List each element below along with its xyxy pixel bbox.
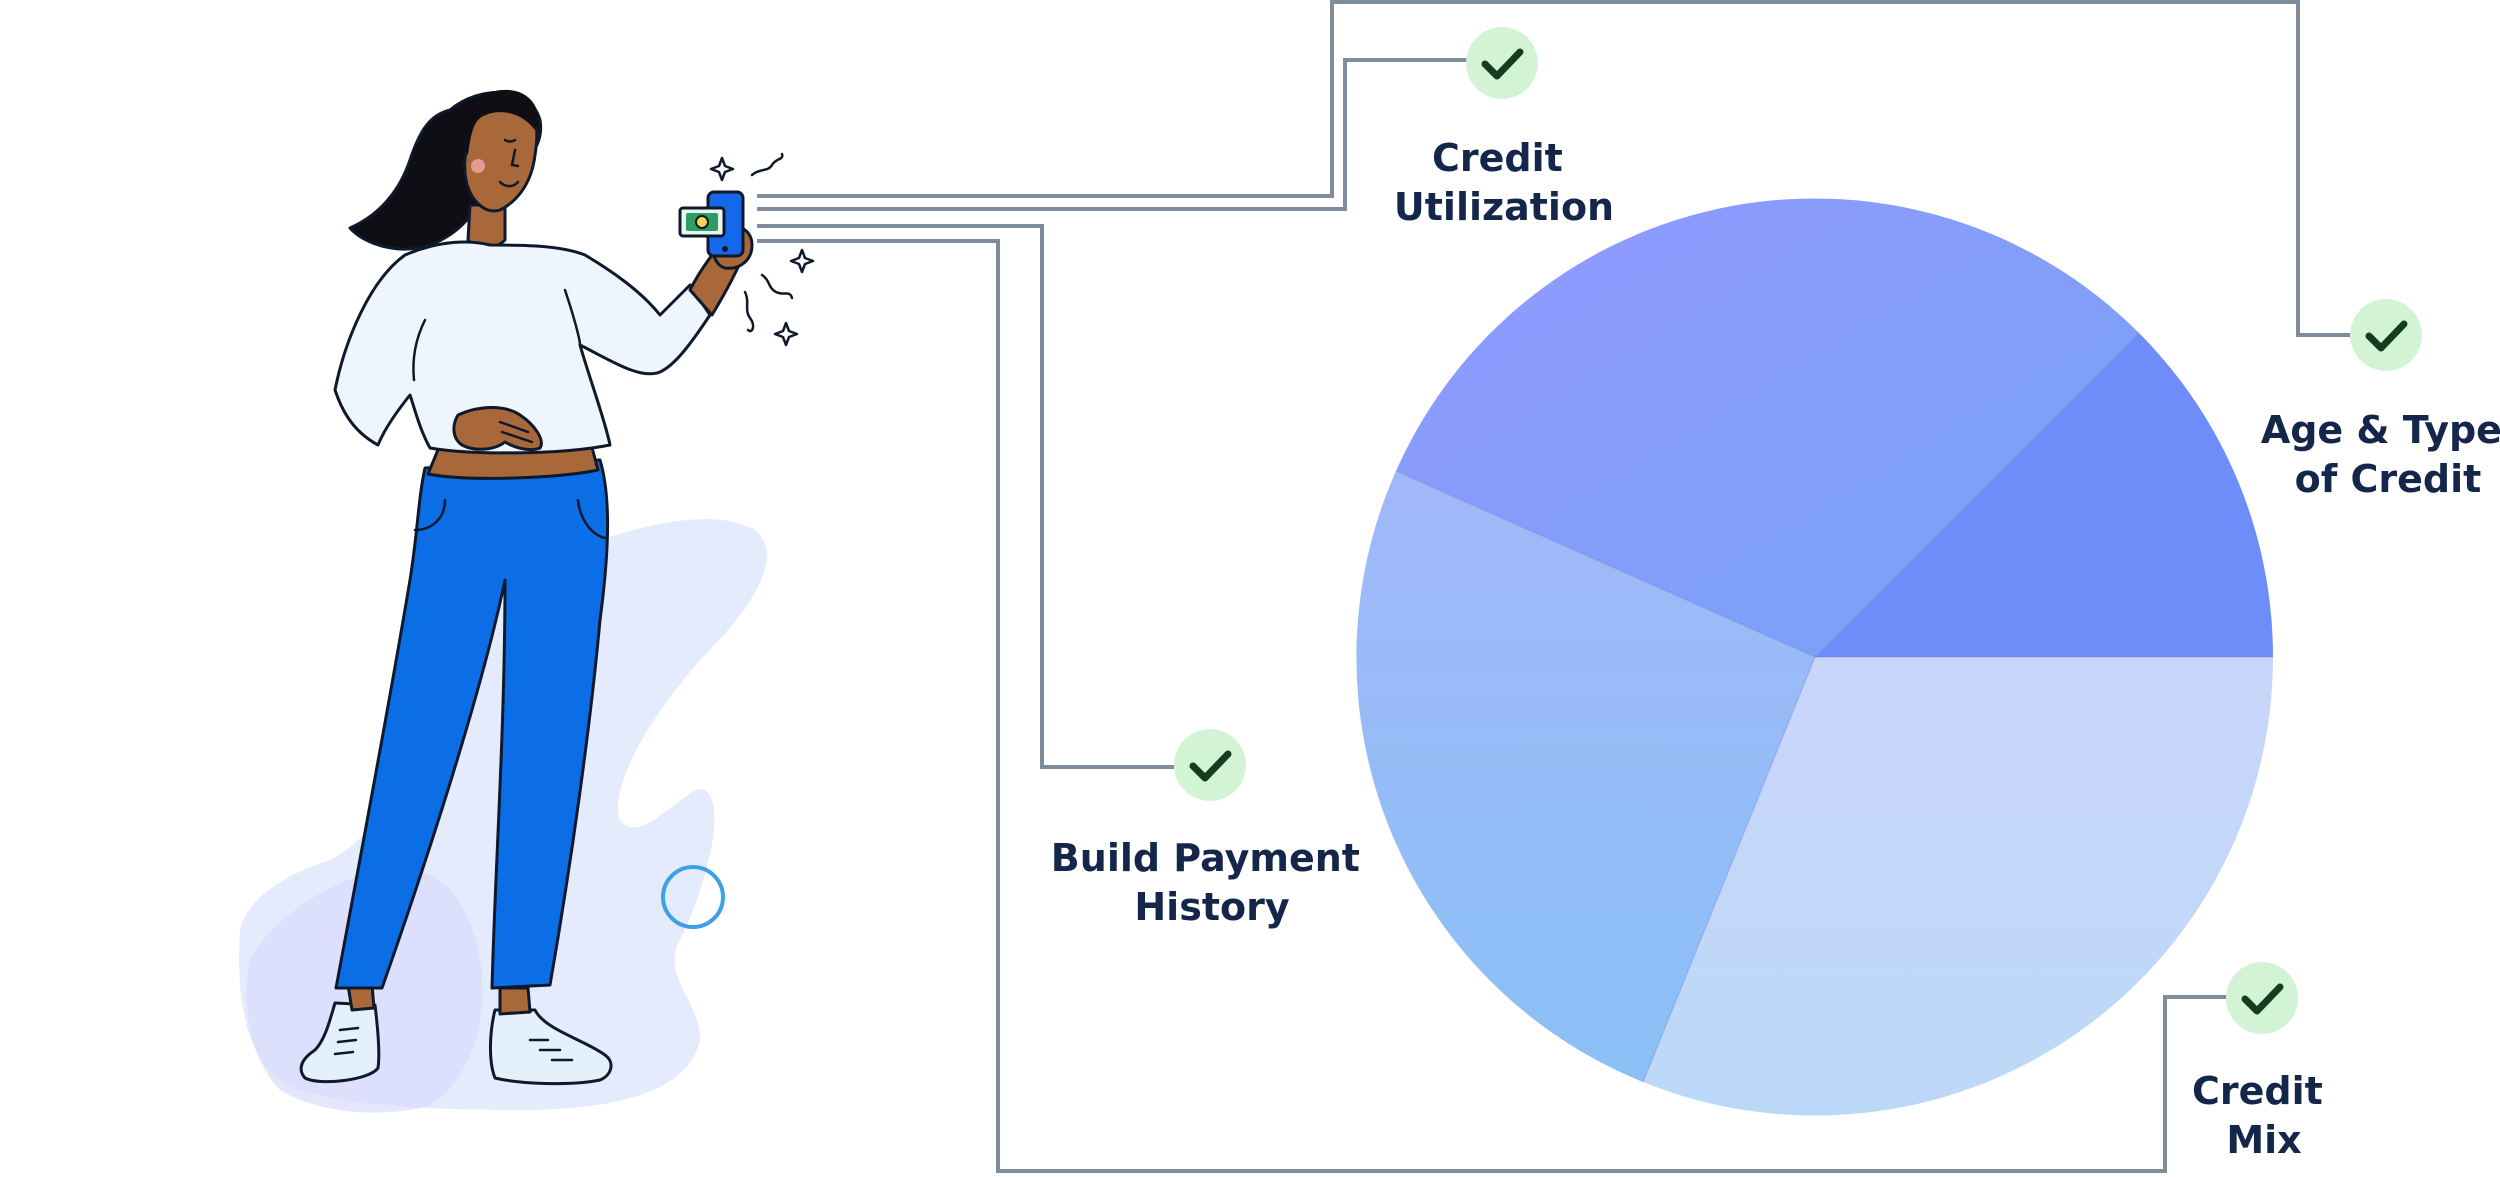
label-line: Build Payment xyxy=(1051,836,1360,880)
jeans-pocket-left xyxy=(413,498,447,532)
jeans-pocket-right xyxy=(576,498,607,540)
check-badge-circle xyxy=(1174,729,1246,801)
woman-illustration xyxy=(239,89,815,1113)
circle-ring-icon xyxy=(661,865,725,929)
sweater xyxy=(333,240,712,455)
face-smile xyxy=(498,180,520,188)
right-shoe-laces xyxy=(528,1038,574,1062)
pie-slice-age-type xyxy=(1815,333,2273,657)
check-icon xyxy=(2241,983,2284,1015)
pie-slice-dividers xyxy=(1395,332,2273,1083)
check-badge-payment-history xyxy=(1174,729,1246,801)
motion-lines xyxy=(743,152,794,333)
connector-payment-history xyxy=(757,224,1174,769)
label-line: Age & Type xyxy=(2261,408,2500,452)
label-credit-utilization: Credit Utilization xyxy=(1394,136,1614,229)
pie-slice-credit-mix xyxy=(1643,657,2274,1116)
label-payment-history: Build Payment History xyxy=(1051,836,1373,929)
right-ankle xyxy=(498,986,532,1016)
pie-slice-credit-utilization xyxy=(1396,198,2139,657)
sparkle-icon xyxy=(709,156,815,347)
check-badge-age-type xyxy=(2350,299,2422,371)
connector-lines xyxy=(757,0,2356,1173)
money-icon xyxy=(678,206,726,238)
right-shoe xyxy=(488,1008,613,1086)
pie-slice-payment-history xyxy=(1356,471,1815,1082)
credit-factors-pie xyxy=(1356,198,2274,1116)
check-badge-circle xyxy=(1466,27,1538,99)
sweater-fold xyxy=(412,318,427,382)
face-nose xyxy=(510,148,520,168)
cheek-blush xyxy=(471,159,485,173)
label-age-type: Age & Type of Credit xyxy=(2261,408,2500,501)
label-credit-mix: Credit Mix xyxy=(2192,1069,2336,1162)
check-icon xyxy=(1189,750,1232,782)
check-badge-credit-mix xyxy=(2226,962,2298,1034)
hand-fingers xyxy=(498,420,534,444)
jeans xyxy=(334,458,610,990)
check-badge-credit-utilization xyxy=(1466,27,1538,99)
check-icon xyxy=(1481,48,1524,80)
check-badge-circle xyxy=(2226,962,2298,1034)
check-icon xyxy=(2365,320,2408,352)
label-line: History xyxy=(1134,885,1289,929)
label-line: Credit xyxy=(2192,1069,2323,1113)
hair-front xyxy=(459,89,538,155)
check-badge-circle xyxy=(2350,299,2422,371)
label-line: of Credit xyxy=(2295,457,2482,501)
face-eye xyxy=(503,138,517,143)
label-line: Utilization xyxy=(1394,185,1614,229)
label-line: Mix xyxy=(2226,1118,2301,1162)
sweater-arm xyxy=(563,288,582,347)
connector-age-type xyxy=(757,0,2356,337)
connector-credit-mix xyxy=(757,239,2230,1173)
left-shoe-laces xyxy=(333,1026,360,1056)
label-line: Credit xyxy=(1432,136,1563,180)
connector-credit-utilization xyxy=(757,58,1470,211)
